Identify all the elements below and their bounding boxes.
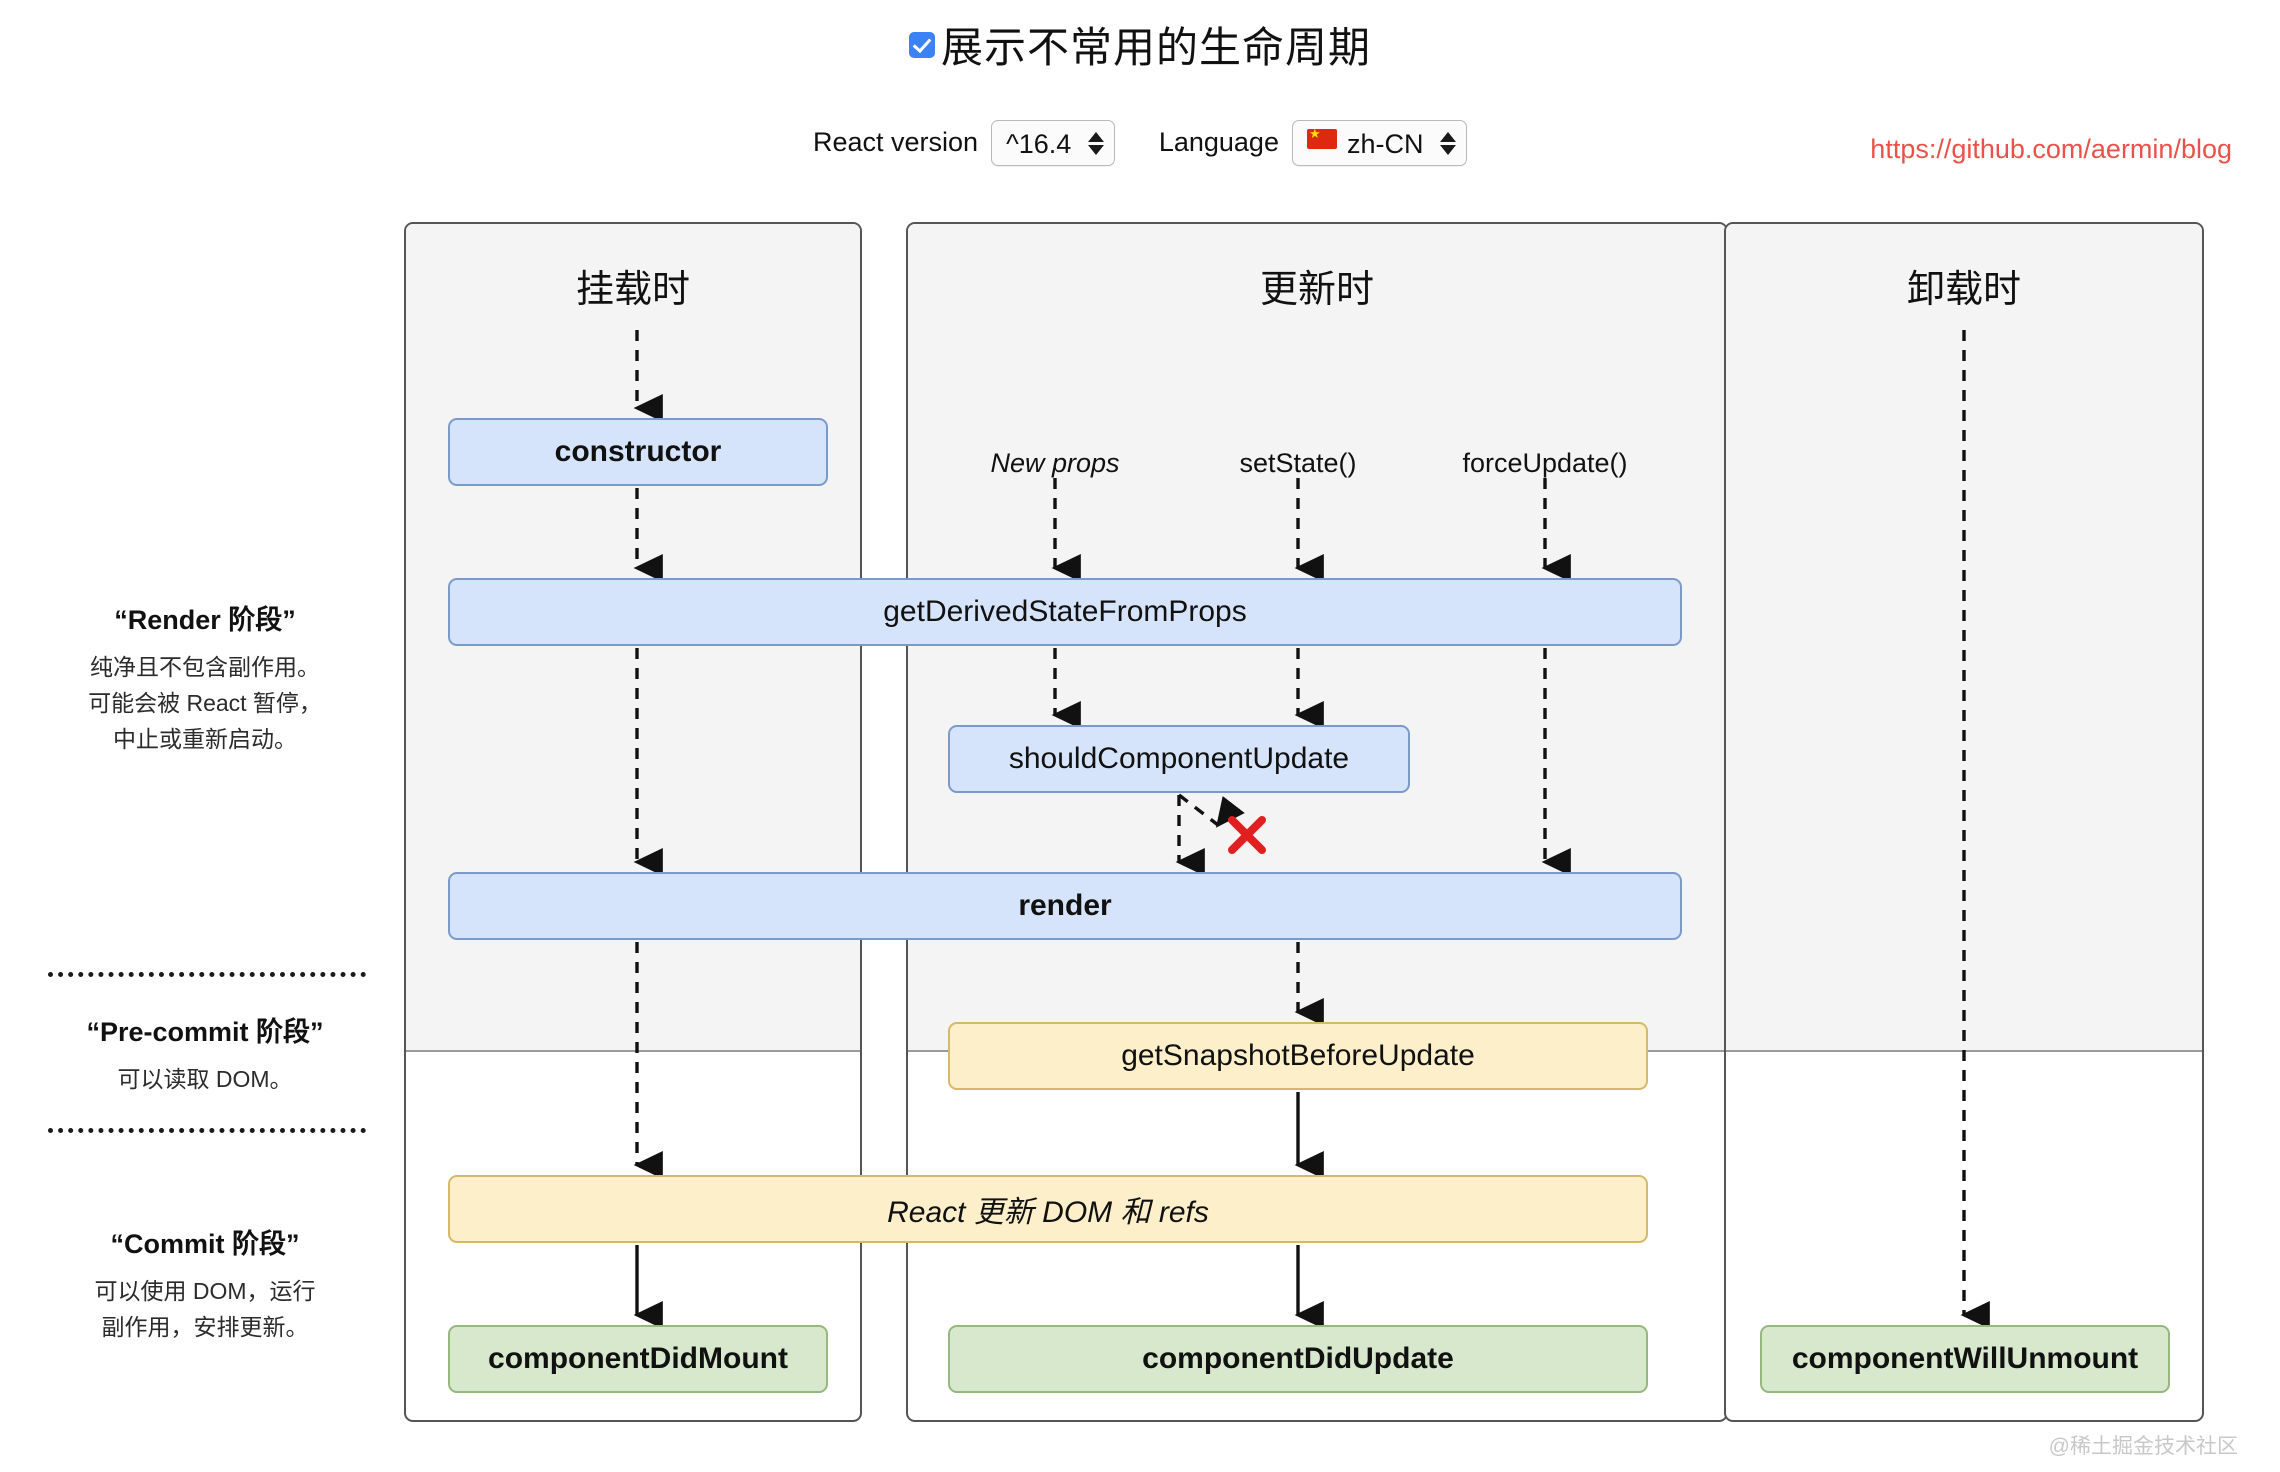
spinner-updown-icon[interactable]: [1087, 132, 1104, 156]
column-title-update: 更新时: [1259, 269, 1374, 311]
panel-render-region: [1726, 224, 2202, 1052]
language-value: zh-CN: [1346, 128, 1424, 159]
lifecycle-box-render[interactable]: render: [448, 872, 1682, 940]
phase-note-desc-line: 可以使用 DOM，运行: [94, 1278, 316, 1304]
phase-note-title: “Commit 阶段”: [110, 1229, 300, 1259]
lifecycle-box-constructor[interactable]: constructor: [448, 418, 828, 486]
lifecycle-box-label: React 更新 DOM 和 refs: [887, 1196, 1209, 1229]
lifecycle-box-label: render: [1018, 889, 1112, 922]
react-version-value: ^16.4: [1006, 128, 1072, 159]
phase-note-desc-line: 副作用，安排更新。: [101, 1314, 309, 1340]
phase-note-desc-line: 中止或重新启动。: [113, 726, 297, 752]
spinner-updown-icon[interactable]: [1440, 132, 1456, 156]
phase-note-title: “Pre-commit 阶段”: [86, 1017, 324, 1047]
phase-note-desc: 可以使用 DOM，运行 副作用，安排更新。: [40, 1273, 370, 1345]
phase-note-desc-line: 纯净且不包含副作用。: [90, 654, 320, 680]
watermark: @稀土掘金技术社区: [2048, 1435, 2238, 1458]
lifecycle-box-component-did-update[interactable]: componentDidUpdate: [948, 1325, 1648, 1393]
lifecycle-box-label: componentDidMount: [488, 1342, 788, 1375]
lifecycle-box-label: componentWillUnmount: [1791, 1342, 2139, 1375]
phase-divider-bottom: [48, 1128, 366, 1133]
lifecycle-box-react-updates-dom[interactable]: React 更新 DOM 和 refs: [448, 1175, 1648, 1243]
repo-url-link[interactable]: https://github.com/aermin/blog: [1870, 134, 2232, 164]
language-label: Language: [1158, 127, 1279, 158]
phase-divider-top: [48, 972, 366, 977]
checkbox-checked-icon[interactable]: [908, 32, 935, 58]
column-title-mount: 挂载时: [575, 269, 690, 311]
page-title: 展示不常用的生命周期: [0, 22, 2280, 74]
lifecycle-box-component-will-unmount[interactable]: componentWillUnmount: [1760, 1325, 2170, 1393]
lifecycle-box-label: getDerivedStateFromProps: [883, 595, 1247, 628]
react-version-label: React version: [813, 127, 979, 158]
controls-row: React version ^16.4 Language zh-CN: [0, 120, 2280, 166]
phase-note-desc-line: 可能会被 React 暂停，: [88, 690, 322, 716]
column-panel-unmount: 卸载时: [1724, 222, 2204, 1422]
trigger-label-force-update: forceUpdate(): [1462, 448, 1628, 478]
phase-note-desc: 纯净且不包含副作用。 可能会被 React 暂停， 中止或重新启动。: [40, 649, 370, 757]
phase-note-commit: “Commit 阶段” 可以使用 DOM，运行 副作用，安排更新。: [40, 1222, 370, 1345]
language-select[interactable]: zh-CN: [1291, 120, 1467, 166]
react-version-select[interactable]: ^16.4: [991, 120, 1115, 166]
lifecycle-box-label: shouldComponentUpdate: [1008, 742, 1350, 775]
phase-note-title: “Render 阶段”: [114, 605, 296, 635]
phase-note-render: “Render 阶段” 纯净且不包含副作用。 可能会被 React 暂停， 中止…: [40, 598, 370, 757]
trigger-label-new-props: New props: [990, 448, 1120, 478]
lifecycle-box-label: constructor: [554, 435, 722, 468]
lifecycle-box-get-snapshot-before-update[interactable]: getSnapshotBeforeUpdate: [948, 1022, 1648, 1090]
phase-note-desc-line: 可以读取 DOM。: [117, 1066, 293, 1092]
flag-cn-icon: [1306, 124, 1337, 149]
column-title-unmount: 卸载时: [1906, 269, 2021, 311]
lifecycle-box-label: componentDidUpdate: [1142, 1342, 1454, 1375]
lifecycle-box-label: getSnapshotBeforeUpdate: [1121, 1039, 1475, 1072]
lifecycle-box-should-component-update[interactable]: shouldComponentUpdate: [948, 725, 1410, 793]
lifecycle-box-get-derived-state-from-props[interactable]: getDerivedStateFromProps: [448, 578, 1682, 646]
lifecycle-box-component-did-mount[interactable]: componentDidMount: [448, 1325, 828, 1393]
phase-note-pre-commit: “Pre-commit 阶段” 可以读取 DOM。: [40, 1010, 370, 1097]
trigger-label-set-state: setState(): [1239, 448, 1357, 478]
phase-note-desc: 可以读取 DOM。: [40, 1061, 370, 1097]
page-title-text: 展示不常用的生命周期: [940, 24, 1371, 71]
